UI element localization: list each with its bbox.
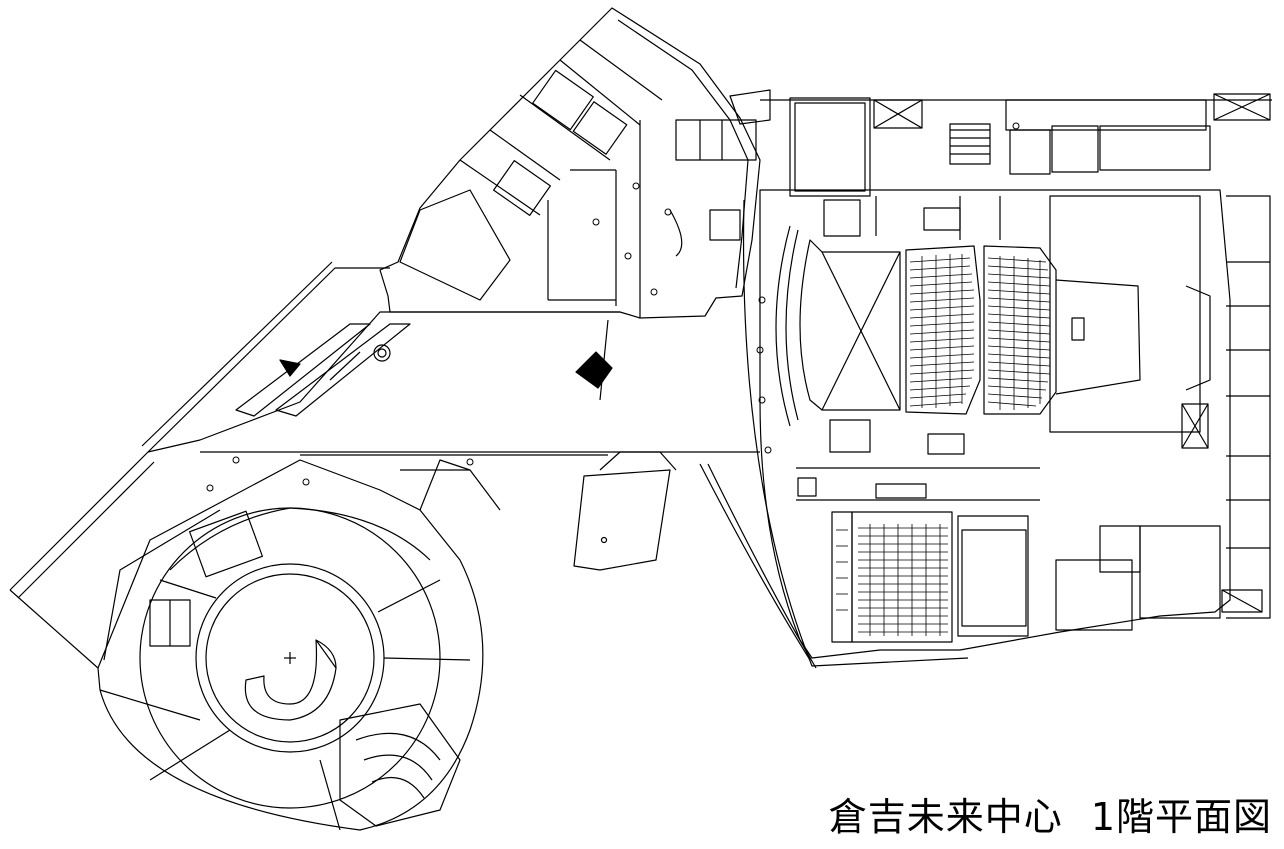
seating: [836, 254, 1051, 636]
upper-rooms: [675, 89, 1272, 197]
columns: [206, 122, 1020, 492]
facility-name: 倉吉未来中心: [828, 795, 1063, 839]
circular-hall: [97, 459, 501, 831]
northwest-wing: [379, 7, 761, 319]
seating-main-hall-left: [909, 254, 975, 408]
seating-main-hall-right: [987, 256, 1051, 410]
main-theater: [699, 189, 1271, 669]
plan-caption: 倉吉未来中心 1階平面図: [829, 786, 1272, 841]
floor-label: 1階平面図: [1090, 795, 1272, 839]
lobby-wing: [9, 261, 760, 669]
seating-small-hall: [836, 524, 948, 636]
entrance-canopy: [573, 451, 677, 571]
